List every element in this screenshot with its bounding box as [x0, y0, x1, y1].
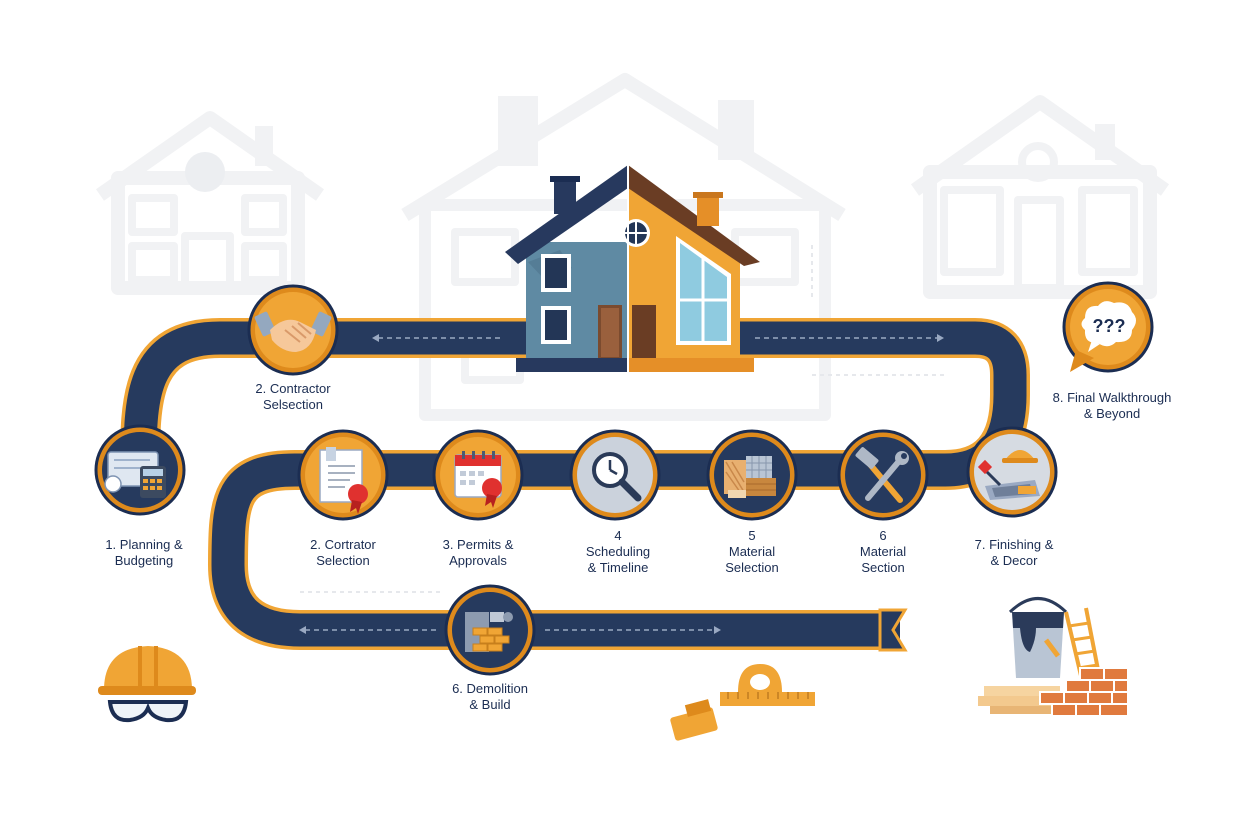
step-node-contractor-top: [247, 284, 339, 376]
step-node-material-section: [837, 429, 929, 521]
ghost-house-left: [95, 111, 325, 295]
step-label-walkthrough: 8. Final Walkthrough & Beyond: [1032, 390, 1192, 422]
step-label-line: & Build: [469, 697, 511, 712]
speech-bubble-text: ???: [1093, 316, 1126, 336]
step-label-line: 2. Contractor: [255, 381, 331, 396]
calendar-seal-icon: [454, 451, 502, 508]
step-label-line: Section: [861, 560, 905, 575]
step-label-line: 1. Planning &: [105, 537, 183, 552]
step-label-line: Selection: [316, 553, 370, 568]
step-label-line: Scheduling: [585, 544, 651, 559]
paint-bucket-ladder-bricks-icon: [978, 597, 1129, 717]
contract-document-icon: [319, 447, 368, 514]
brick-wall-icon: [465, 612, 513, 652]
step-label-line: Material: [859, 544, 907, 559]
step-label-line: 5: [748, 528, 756, 543]
step-label-line: 4: [614, 528, 622, 543]
handshake-icon: [254, 311, 332, 352]
step-label-material-section: 6 Material Section: [803, 528, 963, 576]
blueprint-calculator-icon: [104, 451, 166, 498]
magnifier-clock-icon: [592, 452, 642, 502]
step-label-demolition: 6. Demolition & Build: [410, 681, 570, 713]
step-label-line: Approvals: [449, 553, 507, 568]
step-label-line: & Decor: [990, 553, 1038, 568]
step-node-finishing: [966, 426, 1058, 518]
step-label-line: 7. Finishing &: [974, 537, 1054, 552]
step-node-contractor-selection: [297, 429, 389, 521]
hard-hat-goggles-icon: [98, 646, 196, 723]
material-samples-icon: [724, 456, 776, 498]
step-label-contractor-selection: 2. Cortrator Selection: [263, 537, 423, 569]
step-node-walkthrough: ???: [1062, 281, 1154, 373]
step-label-line: Material: [728, 544, 776, 559]
step-label-line: Selection: [725, 560, 779, 575]
step-label-line: & Timeline: [587, 560, 649, 575]
step-label-line: 2. Cortrator: [310, 537, 376, 552]
step-nodes: ???: [94, 281, 1154, 676]
step-node-planning: [94, 424, 186, 516]
paint-tools-icon: [977, 450, 1040, 500]
step-node-permits: [432, 429, 524, 521]
step-label-permits: 3. Permits & Approvals: [398, 537, 558, 569]
step-label-planning: 1. Planning & Budgeting: [64, 537, 224, 569]
step-label-finishing: 7. Finishing & & Decor: [934, 537, 1094, 569]
step-label-line: & Beyond: [1083, 406, 1141, 421]
step-node-material-selection: [706, 429, 798, 521]
step-label-line: 8. Final Walkthrough: [1052, 390, 1172, 405]
step-label-scheduling: 4 Scheduling & Timeline: [538, 528, 698, 576]
step-label-line: 6. Demolition: [452, 681, 528, 696]
step-node-demolition: [444, 584, 536, 676]
background-houses: [95, 73, 1170, 593]
step-label-contractor-top: 2. Contractor Selsection: [213, 381, 373, 413]
speech-bubble-icon: ???: [1081, 301, 1136, 352]
hammer-wrench-icon: [855, 447, 909, 503]
ghost-house-center: [401, 73, 846, 421]
ghost-house-right: [910, 95, 1170, 299]
step-label-line: 3. Permits &: [442, 537, 514, 552]
step-node-scheduling: [569, 429, 661, 521]
central-house-illustration: [505, 165, 760, 372]
step-label-material-selection: 5 Material Selection: [672, 528, 832, 576]
step-label-line: Selsection: [263, 397, 323, 412]
tape-measure-level-icon: [670, 664, 815, 741]
step-label-line: 6: [879, 528, 887, 543]
step-label-line: Budgeting: [114, 553, 174, 568]
